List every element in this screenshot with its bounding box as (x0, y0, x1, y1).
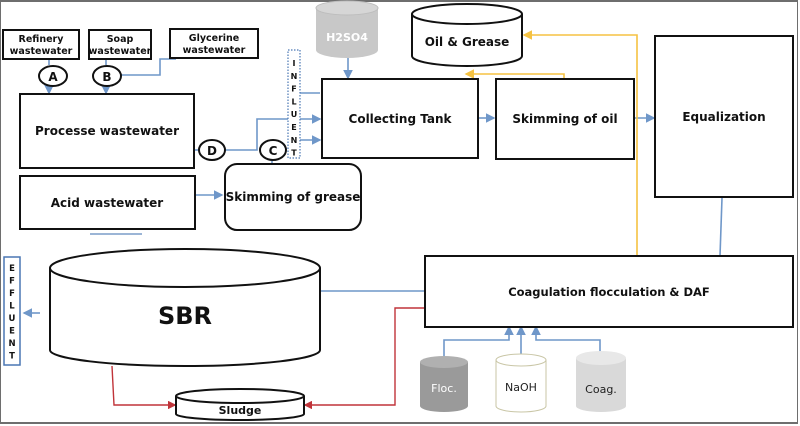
svg-text:Processe wastewater: Processe wastewater (35, 124, 179, 138)
svg-text:Equalization: Equalization (682, 110, 765, 124)
soap-wastewater-box[interactable]: Soap wastewater (88, 29, 152, 60)
svg-text:Glycerine: Glycerine (189, 33, 239, 44)
glycerine-wastewater-box[interactable]: Glycerine wastewater (169, 28, 259, 59)
marker-a: A (38, 65, 68, 87)
flow-d-to-influent (224, 118, 288, 151)
oil-grease-tank[interactable]: Oil & Grease (411, 3, 523, 67)
influent-letter: U (291, 110, 298, 119)
effluent-letter: E (9, 264, 15, 274)
influent-letter: E (291, 123, 296, 132)
flow-skimming-oil-to-oil-grease (464, 69, 565, 79)
influent-letter: T (291, 149, 297, 158)
oil-flow-lines (464, 30, 638, 256)
flow-equalization-to-daf (719, 197, 723, 257)
process-wastewater-box[interactable]: Processe wastewater (19, 93, 195, 169)
svg-text:Acid wastewater: Acid wastewater (51, 196, 164, 210)
refinery-wastewater-box[interactable]: Refinery wastewater (2, 29, 80, 60)
flow-sbr-to-sludge (111, 365, 177, 410)
influent-letter: F (291, 85, 296, 94)
svg-text:H2SO4: H2SO4 (326, 31, 368, 44)
naoh-tank[interactable]: NaOH (495, 353, 547, 413)
influent-letter: N (291, 72, 298, 81)
effluent-letter: N (8, 339, 15, 349)
marker-d: D (198, 139, 226, 161)
flow-coag-to-daf (531, 325, 601, 352)
sludge-flow-lines (111, 307, 425, 410)
coag-tank[interactable]: Coag. (576, 351, 626, 412)
svg-text:wastewater: wastewater (89, 46, 152, 57)
svg-text:Floc.: Floc. (431, 382, 457, 395)
flow-glycerine-to-b (120, 58, 176, 76)
svg-text:wastewater: wastewater (183, 45, 246, 56)
flow-floc-to-daf (443, 325, 514, 356)
collecting-tank-box[interactable]: Collecting Tank (321, 78, 479, 159)
influent-letter: I (293, 59, 296, 68)
svg-text:A: A (48, 70, 58, 84)
svg-text:wastewater: wastewater (10, 46, 73, 57)
equalization-box[interactable]: Equalization (654, 35, 794, 198)
svg-text:NaOH: NaOH (505, 381, 537, 394)
floc-tank[interactable]: Floc. (420, 356, 468, 412)
svg-text:Coag.: Coag. (585, 383, 617, 396)
marker-c: C (259, 139, 287, 161)
acid-wastewater-box[interactable]: Acid wastewater (19, 175, 196, 230)
svg-text:D: D (207, 144, 217, 158)
svg-text:Skimming of oil: Skimming of oil (512, 112, 617, 126)
effluent-letter: E (9, 327, 15, 337)
effluent-letter: T (9, 352, 15, 362)
marker-b: B (92, 65, 122, 87)
influent-letter: N (291, 136, 298, 145)
influent-letter: L (291, 97, 296, 106)
h2so4-tank[interactable]: H2SO4 (315, 0, 379, 58)
svg-text:SBR: SBR (158, 302, 212, 330)
sludge-tank[interactable]: Sludge (175, 388, 305, 421)
effluent-letter: F (9, 289, 15, 299)
svg-text:B: B (102, 70, 111, 84)
effluent-letter: F (9, 277, 15, 287)
svg-text:Oil & Grease: Oil & Grease (425, 35, 510, 49)
sbr-tank[interactable]: SBR (49, 248, 321, 367)
svg-text:Skimming of grease: Skimming of grease (226, 190, 361, 204)
skimming-grease-box[interactable]: Skimming of grease (224, 163, 362, 231)
skimming-oil-box[interactable]: Skimming of oil (495, 78, 635, 160)
flow-daf-to-oil-grease (522, 30, 638, 256)
svg-text:Collecting Tank: Collecting Tank (349, 112, 453, 126)
svg-text:C: C (269, 144, 278, 158)
svg-text:Coagulation flocculation & DA: Coagulation flocculation & DAF (508, 285, 710, 299)
effluent-letter: U (9, 314, 16, 324)
coagulation-daf-box[interactable]: Coagulation flocculation & DAF (424, 255, 794, 328)
svg-text:Refinery: Refinery (19, 34, 65, 45)
flow-daf-to-sludge (303, 307, 425, 410)
effluent-letter: L (9, 302, 15, 312)
svg-text:Sludge: Sludge (219, 404, 262, 417)
svg-text:Soap: Soap (107, 34, 134, 45)
